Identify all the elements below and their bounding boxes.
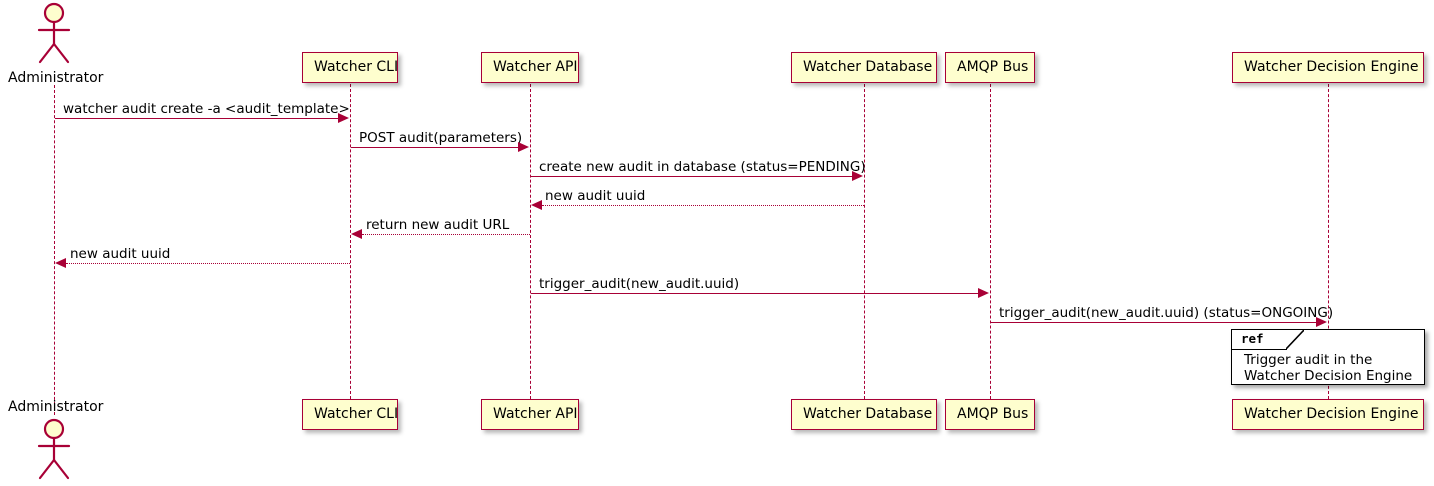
message-line-watcher-audit-create	[55, 118, 339, 119]
participant-watcher-cli-top[interactable]: Watcher CLI	[302, 52, 398, 83]
message-line-new-audit-uuid-db	[542, 205, 864, 206]
message-label-return-new-audit-url: return new audit URL	[366, 217, 510, 233]
ref-fragment-box[interactable]: ref Trigger audit in the Watcher Decisio…	[1231, 329, 1425, 385]
message-line-new-audit-uuid-cli	[66, 263, 350, 264]
participant-amqp-bus-bottom[interactable]: AMQP Bus	[945, 399, 1035, 430]
message-arrowhead-return-new-audit-url	[351, 229, 362, 239]
lifeline-administrator	[54, 85, 55, 415]
message-arrowhead-watcher-audit-create	[338, 113, 349, 123]
message-arrowhead-new-audit-uuid-cli	[55, 258, 66, 268]
message-arrowhead-new-audit-uuid-db	[531, 200, 542, 210]
message-label-create-new-audit: create new audit in database (status=PEN…	[539, 159, 866, 175]
participant-watcher-decision-engine-bottom[interactable]: Watcher Decision Engine	[1232, 399, 1424, 430]
participant-amqp-bus-top[interactable]: AMQP Bus	[945, 52, 1035, 83]
message-label-trigger-audit-ongoing: trigger_audit(new_audit.uuid) (status=ON…	[999, 305, 1334, 321]
participant-watcher-api-top[interactable]: Watcher API	[481, 52, 579, 83]
message-arrowhead-post-audit	[518, 142, 529, 152]
lifeline-watcher-api	[530, 84, 531, 399]
participant-watcher-database-bottom[interactable]: Watcher Database	[791, 399, 937, 430]
message-line-return-new-audit-url	[362, 234, 530, 235]
ref-fragment-line-2: Watcher Decision Engine	[1244, 368, 1413, 384]
actor-administrator-bottom	[24, 418, 84, 480]
message-arrowhead-trigger-audit-ongoing	[1316, 317, 1327, 327]
actor-icon	[37, 418, 71, 480]
ref-fragment-line-1: Trigger audit in the	[1244, 352, 1373, 368]
actor-icon	[37, 2, 71, 64]
message-label-trigger-audit: trigger_audit(new_audit.uuid)	[539, 276, 740, 292]
message-label-new-audit-uuid-cli: new audit uuid	[70, 246, 171, 262]
actor-administrator-bottom-label: Administrator	[8, 399, 104, 415]
message-line-trigger-audit-ongoing	[991, 322, 1317, 323]
lifeline-watcher-decision-engine	[1328, 84, 1329, 399]
message-arrowhead-create-new-audit	[852, 171, 863, 181]
participant-watcher-database-top[interactable]: Watcher Database	[791, 52, 937, 83]
lifeline-amqp-bus	[990, 84, 991, 399]
lifeline-watcher-database	[864, 84, 865, 399]
ref-tab-corner-icon	[1286, 330, 1304, 349]
ref-fragment-tab-label: ref	[1241, 331, 1264, 346]
message-label-watcher-audit-create: watcher audit create -a <audit_template>	[63, 101, 350, 117]
message-line-trigger-audit	[531, 293, 979, 294]
message-label-post-audit: POST audit(parameters)	[359, 130, 523, 146]
actor-administrator-top	[24, 2, 84, 64]
message-line-create-new-audit	[531, 176, 853, 177]
participant-watcher-api-bottom[interactable]: Watcher API	[481, 399, 579, 430]
participant-watcher-cli-bottom[interactable]: Watcher CLI	[302, 399, 398, 430]
lifeline-watcher-cli	[350, 84, 351, 399]
message-arrowhead-trigger-audit	[978, 288, 989, 298]
message-line-post-audit	[351, 147, 519, 148]
message-label-new-audit-uuid-db: new audit uuid	[545, 188, 646, 204]
participant-watcher-decision-engine-top[interactable]: Watcher Decision Engine	[1232, 52, 1424, 83]
actor-administrator-top-label: Administrator	[8, 70, 104, 86]
